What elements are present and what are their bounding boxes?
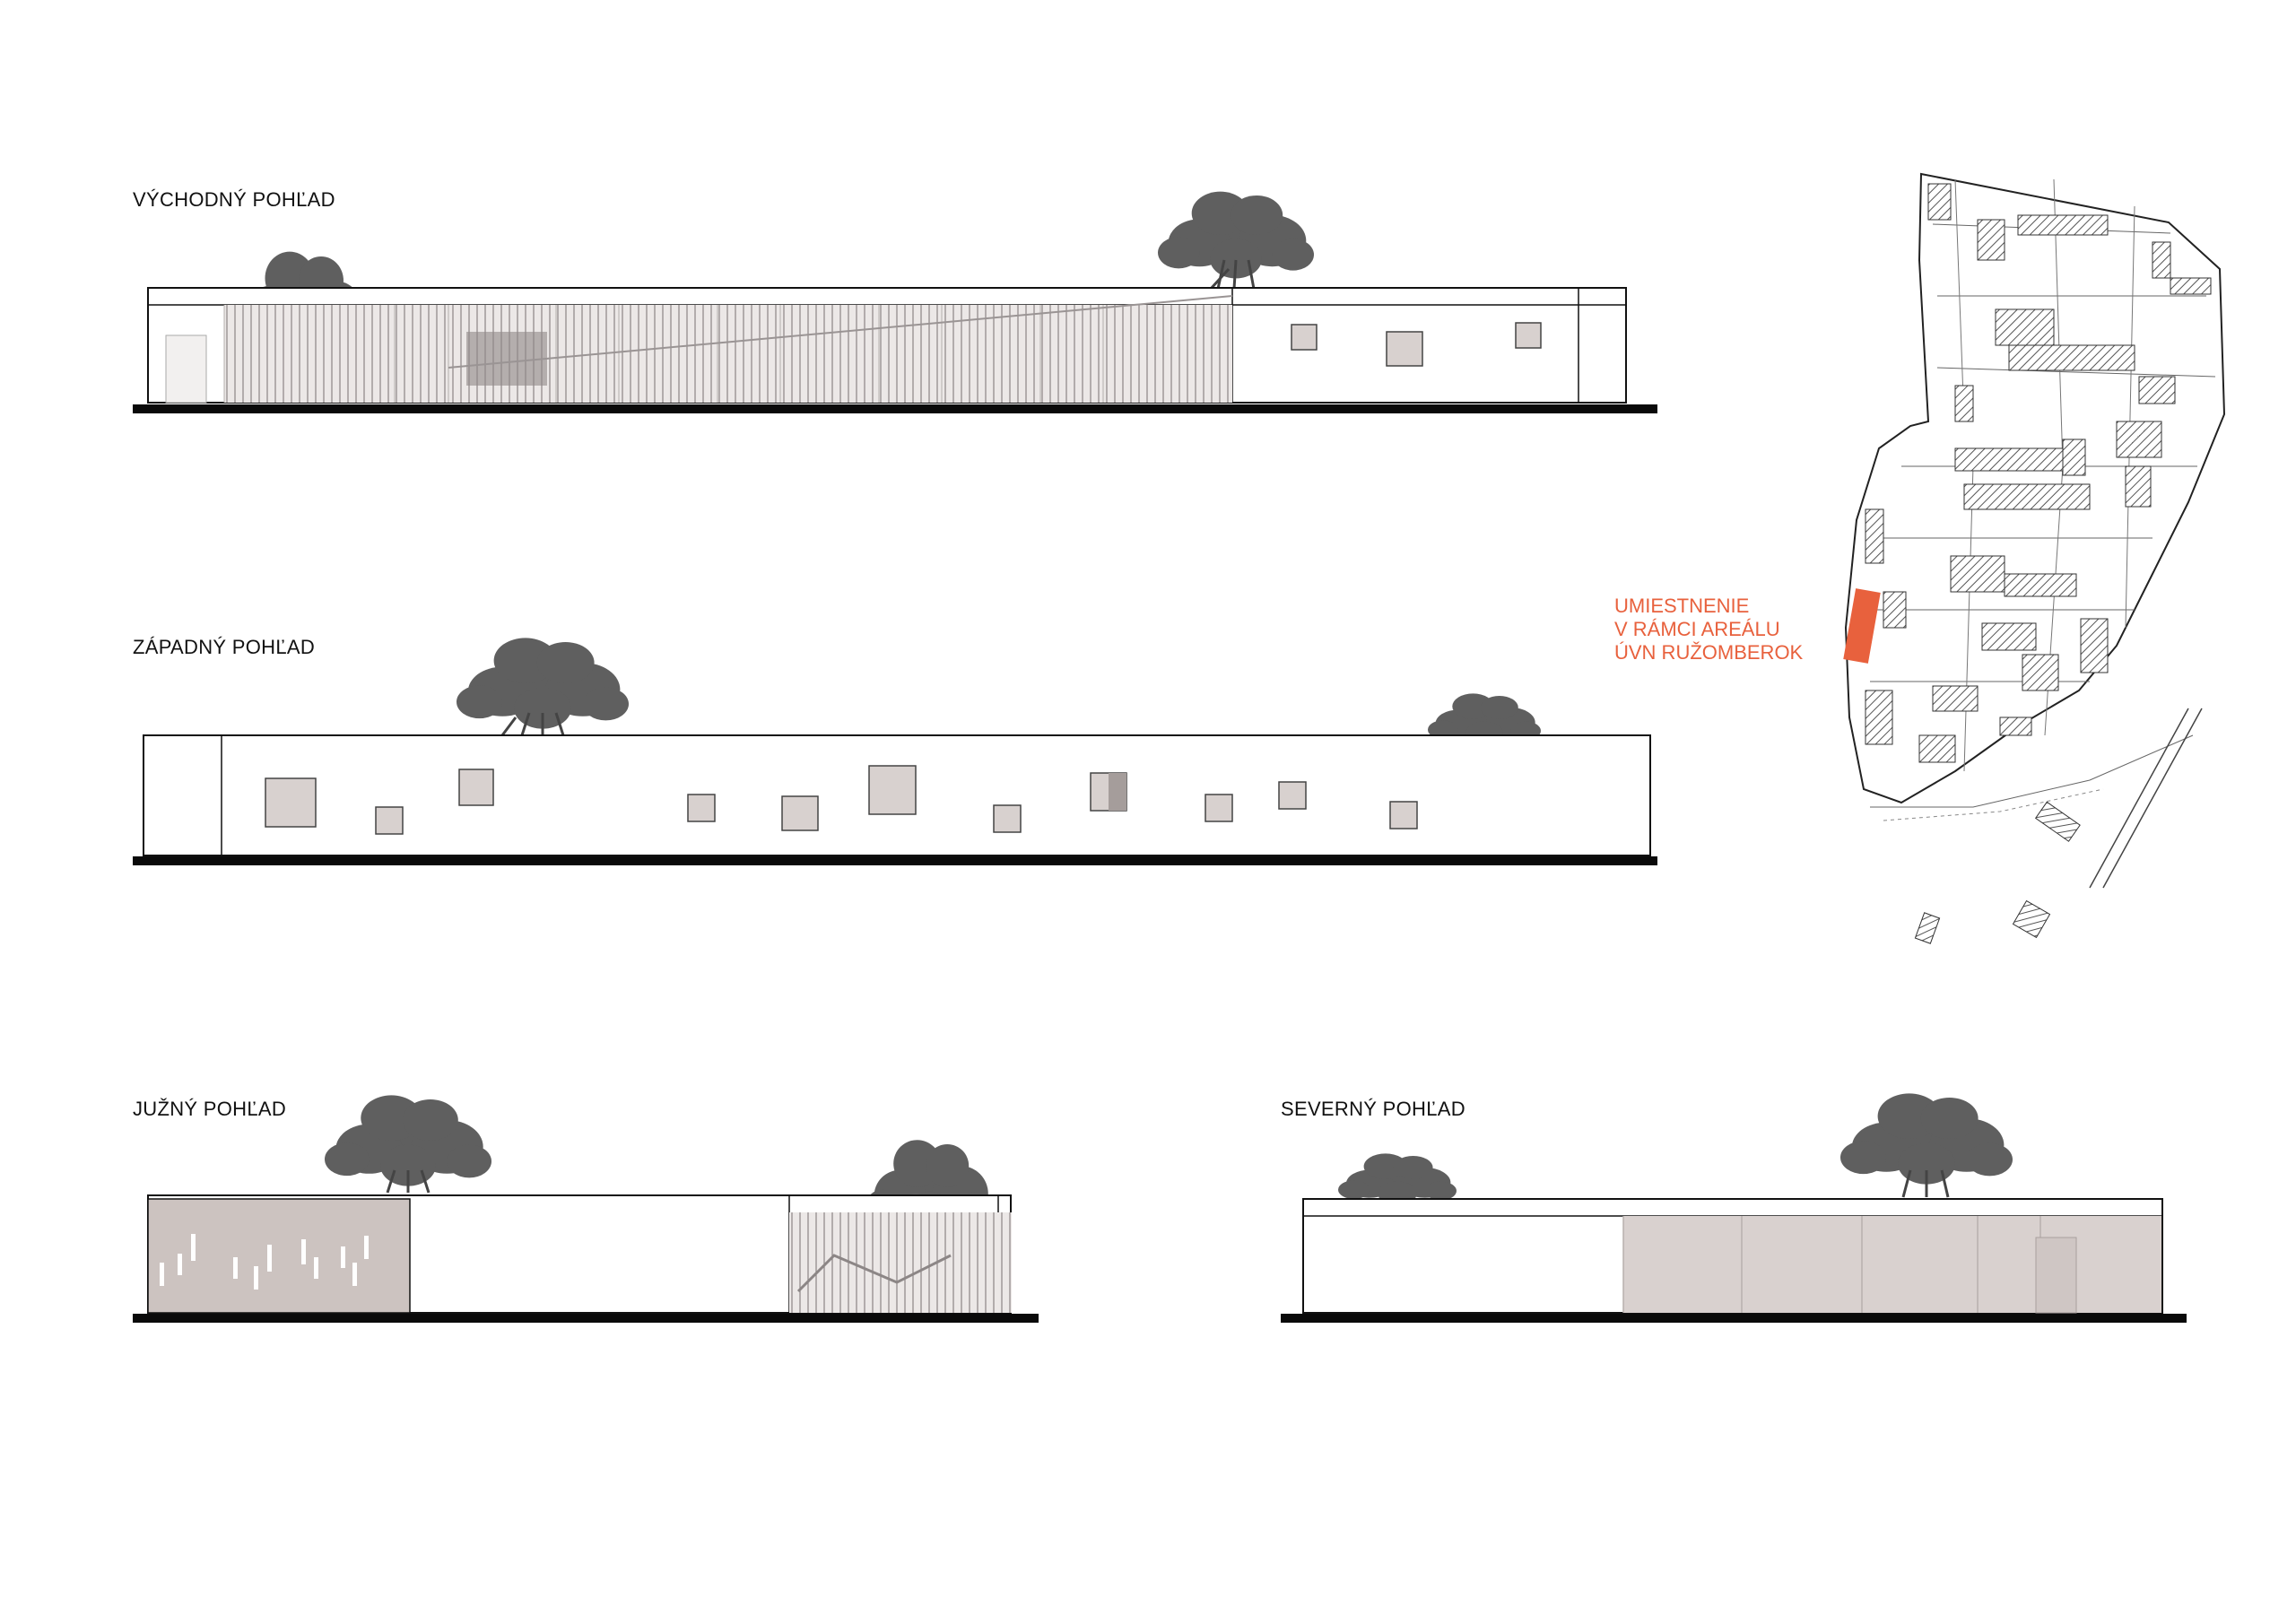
east-slat-screen	[224, 305, 1232, 403]
offsite-buildings	[1914, 801, 2081, 944]
north-glazing	[1623, 1216, 2161, 1313]
site-location-highlight	[1843, 588, 1881, 664]
west-window	[687, 794, 716, 822]
site-location-line-1: UMIESTNENIE	[1614, 595, 1750, 617]
west-tree-left	[457, 638, 629, 736]
east-tree-right	[1158, 191, 1314, 291]
site-boundary	[1844, 172, 2226, 804]
east-window	[1386, 331, 1423, 367]
east-ground-line	[133, 404, 1657, 413]
west-window	[868, 765, 917, 815]
west-window	[1278, 781, 1307, 810]
east-window	[1515, 322, 1542, 349]
west-window	[458, 769, 494, 806]
north-tree-right	[1840, 1093, 2013, 1198]
south-perforated-panel	[147, 1198, 411, 1314]
site-location-label: UMIESTNENIE V RÁMCI AREÁLU ÚVN RUŽOMBERO…	[1614, 595, 1803, 664]
south-view-title: JUŽNÝ POHĽAD	[133, 1098, 287, 1120]
east-view-title: VÝCHODNÝ POHĽAD	[133, 188, 335, 211]
west-window	[781, 795, 819, 831]
west-window	[1205, 794, 1233, 822]
south-ground-line	[133, 1314, 1039, 1323]
north-elevation	[1281, 1093, 2187, 1323]
west-window	[265, 777, 317, 828]
north-tree-left	[1338, 1153, 1457, 1205]
east-elevation	[133, 191, 1657, 413]
west-window	[1389, 801, 1418, 829]
site-location-line-3: ÚVN RUŽOMBEROK	[1614, 641, 1804, 664]
west-elevation	[133, 638, 1657, 865]
west-window	[993, 804, 1022, 833]
south-tree-left	[325, 1095, 491, 1194]
west-window	[375, 806, 404, 835]
site-location-line-2: V RÁMCI AREÁLU	[1614, 618, 1780, 640]
east-window	[1291, 324, 1318, 351]
north-view-title: SEVERNÝ POHĽAD	[1281, 1098, 1465, 1120]
west-view-title: ZÁPADNÝ POHĽAD	[133, 636, 316, 658]
north-ground-line	[1281, 1314, 2187, 1323]
site-plan	[1843, 172, 2226, 944]
south-panel-slits	[160, 1234, 369, 1290]
south-slat-screen	[789, 1212, 1012, 1313]
site-buildings	[1865, 183, 2212, 763]
west-ground-line	[133, 856, 1657, 865]
south-elevation	[133, 1095, 1039, 1323]
